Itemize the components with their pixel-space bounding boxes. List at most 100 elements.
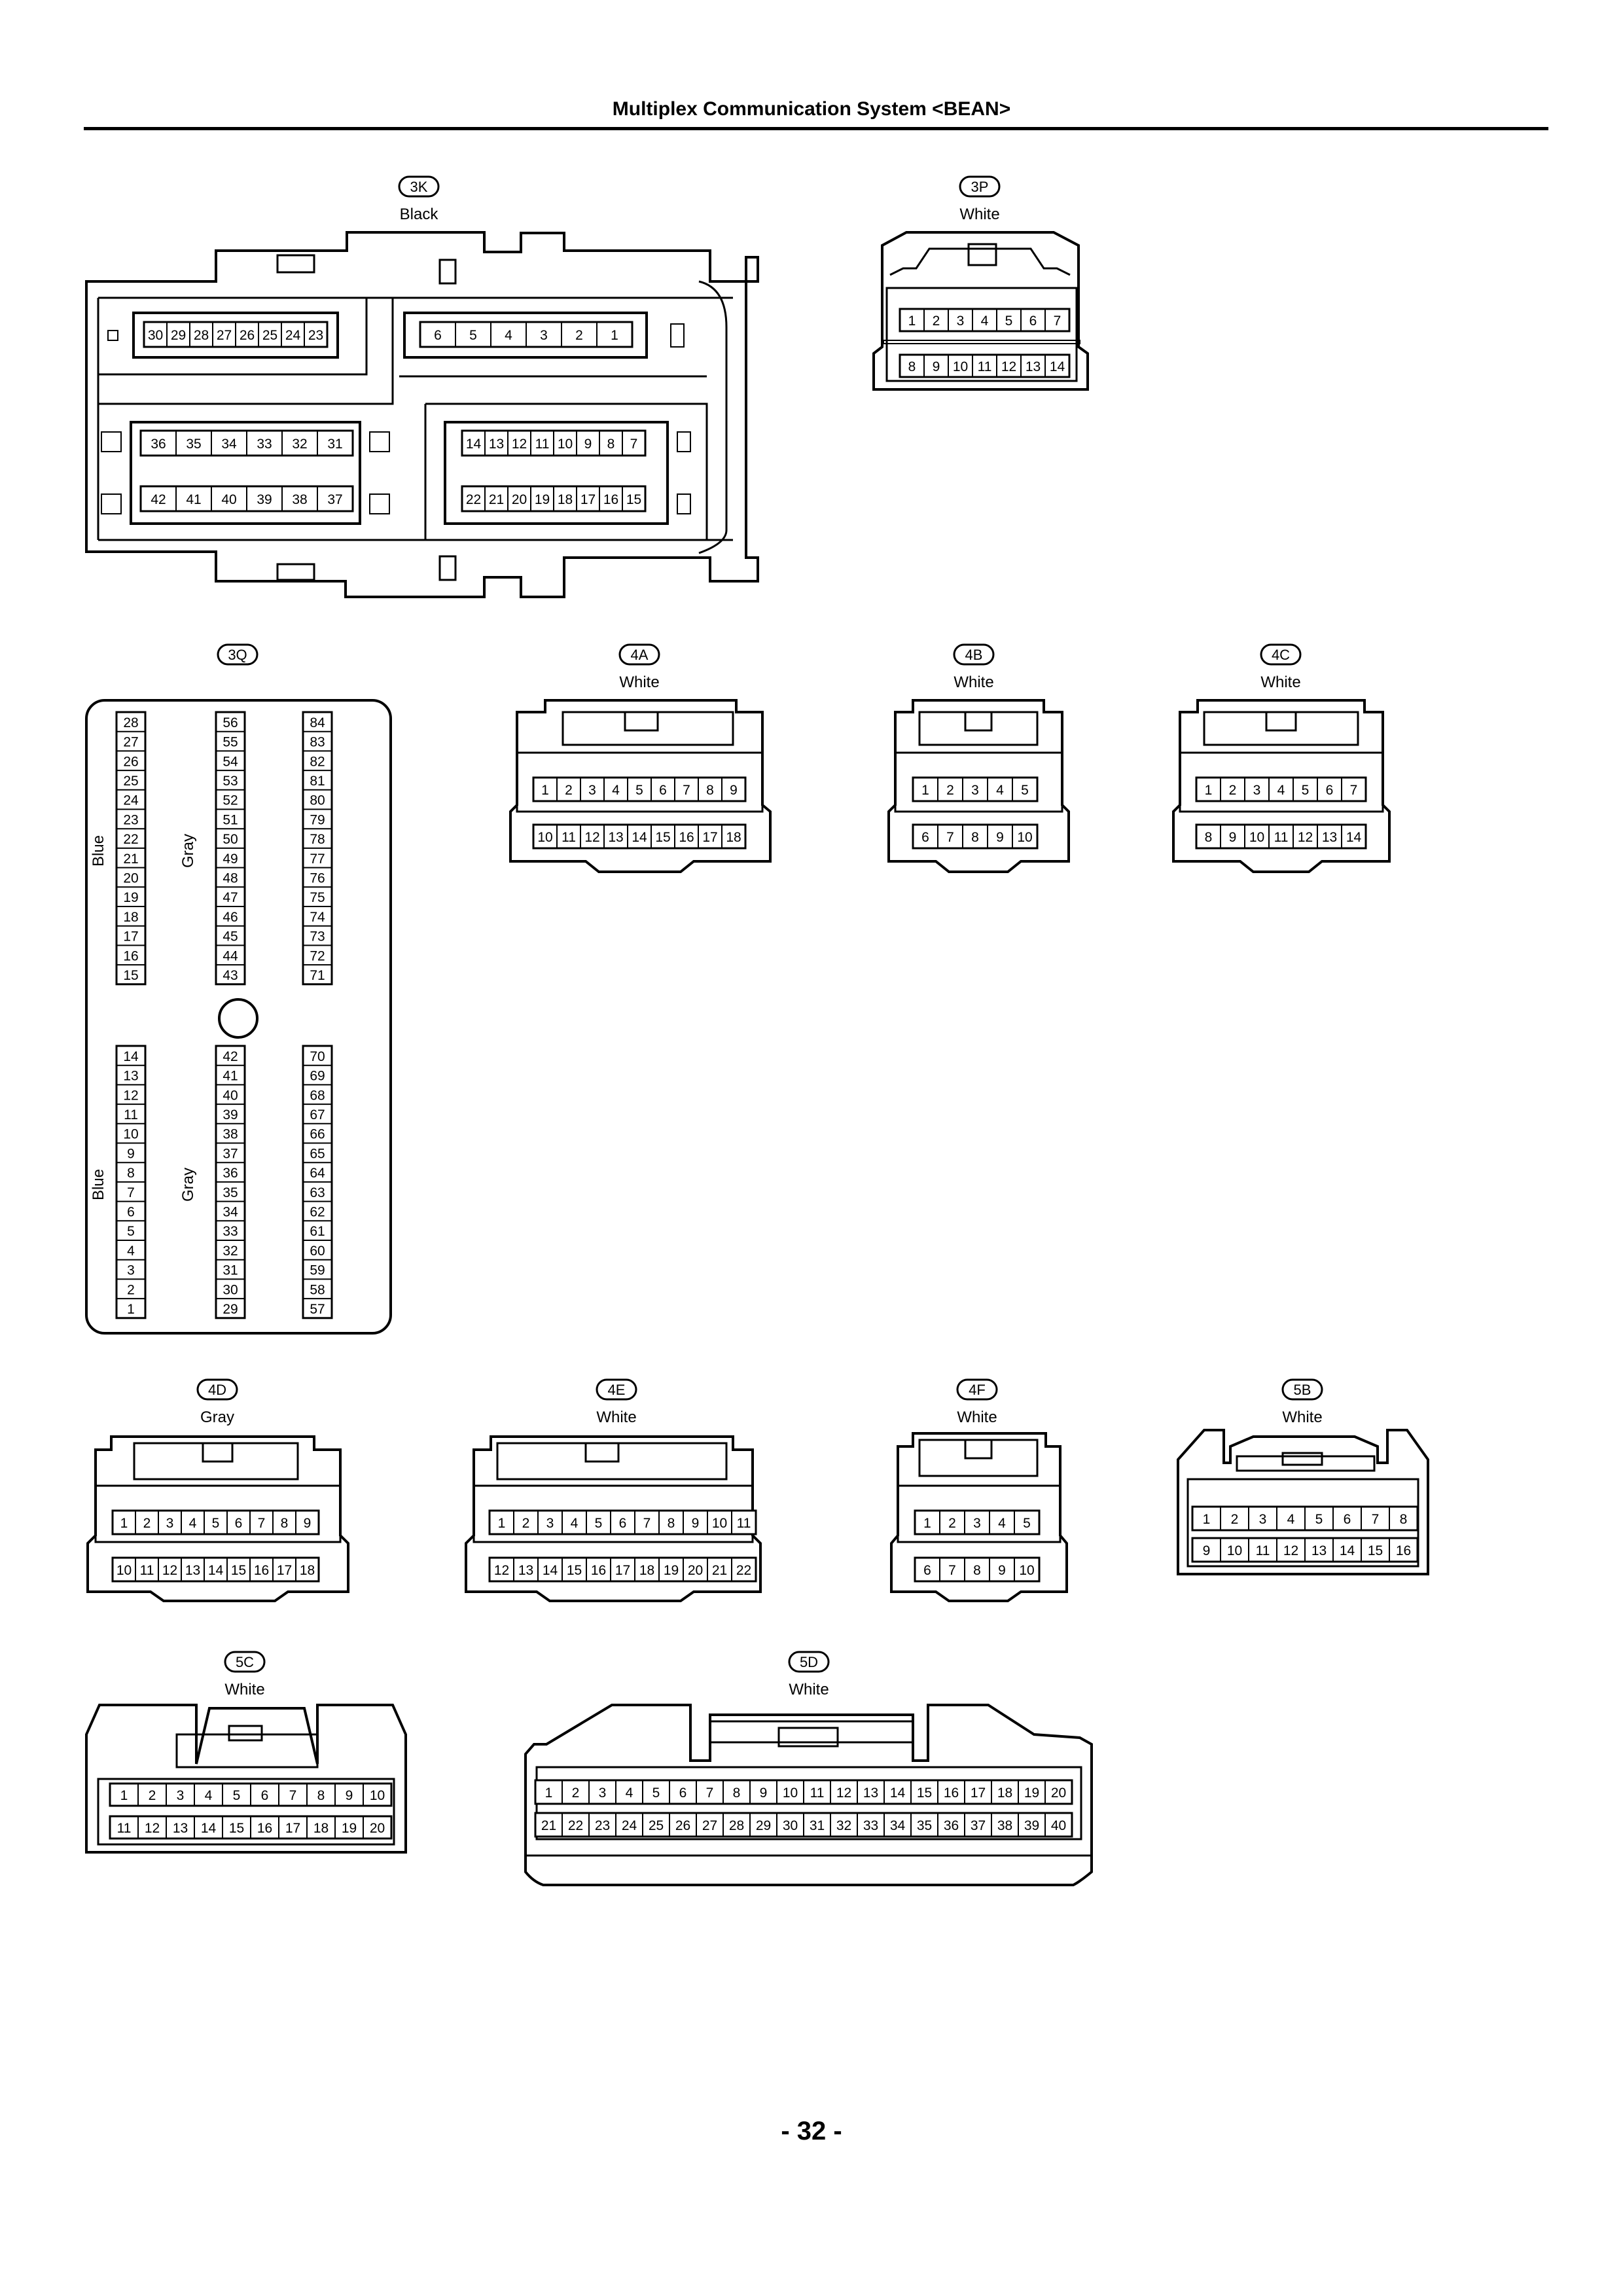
pin-number: 12 bbox=[1283, 1543, 1298, 1558]
pin-number: 3 bbox=[973, 1516, 981, 1531]
pin-number: 27 bbox=[217, 328, 232, 343]
pin-number: 34 bbox=[890, 1818, 906, 1833]
connector-color-label: White bbox=[224, 1681, 264, 1698]
pin-number: 2 bbox=[1229, 783, 1237, 798]
pin-number: 6 bbox=[659, 783, 667, 798]
connector-4f-housing bbox=[890, 1432, 1068, 1602]
pin-number: 12 bbox=[494, 1563, 509, 1578]
pin-number: 1 bbox=[1205, 783, 1213, 798]
pin-number: 5 bbox=[469, 328, 477, 343]
pin-number: 26 bbox=[240, 328, 255, 343]
pin-number: 5 bbox=[127, 1224, 135, 1239]
pin-number: 6 bbox=[921, 830, 929, 845]
pin-number: 73 bbox=[310, 929, 325, 944]
pin-number: 6 bbox=[261, 1788, 269, 1803]
pin-number: 23 bbox=[308, 328, 323, 343]
pin-number: 7 bbox=[1350, 783, 1358, 798]
pin-number: 8 bbox=[706, 783, 714, 798]
pin-number: 8 bbox=[908, 359, 916, 374]
pin-number: 30 bbox=[148, 328, 163, 343]
pin-number: 4 bbox=[127, 1244, 135, 1259]
wire-color-label-3q: Gray bbox=[179, 834, 197, 868]
pin-number: 39 bbox=[257, 492, 272, 507]
connector-id-label: 3Q bbox=[228, 647, 247, 663]
connector-id-label: 5D bbox=[800, 1654, 818, 1670]
pin-number: 9 bbox=[1203, 1543, 1211, 1558]
connector-color-label: Gray bbox=[200, 1408, 234, 1426]
pin-number: 20 bbox=[688, 1563, 703, 1578]
pin-number: 4 bbox=[998, 1516, 1006, 1531]
pin-number: 7 bbox=[706, 1785, 714, 1801]
pin-number: 31 bbox=[810, 1818, 825, 1833]
pin-number: 72 bbox=[310, 948, 325, 963]
pin-number: 30 bbox=[783, 1818, 798, 1833]
pin-number: 15 bbox=[231, 1563, 246, 1578]
pin-number: 33 bbox=[863, 1818, 878, 1833]
pin-number: 51 bbox=[223, 812, 238, 827]
connector-badge-5d: 5D White bbox=[788, 1651, 830, 1698]
pin-number: 2 bbox=[933, 314, 940, 329]
pin-number: 6 bbox=[1344, 1512, 1351, 1527]
pin-number: 9 bbox=[760, 1785, 768, 1801]
pin-number: 2 bbox=[143, 1516, 151, 1531]
pin-number: 1 bbox=[908, 314, 916, 329]
pin-number: 18 bbox=[997, 1785, 1012, 1801]
pin-number: 16 bbox=[1396, 1543, 1411, 1558]
pin-number: 3 bbox=[546, 1516, 554, 1531]
pin-number: 4 bbox=[981, 314, 989, 329]
connector-id-label: 4E bbox=[608, 1382, 626, 1398]
pin-number: 5 bbox=[1021, 783, 1029, 798]
pin-number: 18 bbox=[300, 1563, 315, 1578]
pin-number: 14 bbox=[201, 1821, 217, 1836]
connector-5c-housing bbox=[85, 1704, 407, 1854]
pin-number: 62 bbox=[310, 1204, 325, 1219]
pin-number: 54 bbox=[223, 754, 238, 769]
pin-number: 75 bbox=[310, 890, 325, 905]
pin-number: 5 bbox=[212, 1516, 220, 1531]
connector-id-label: 5B bbox=[1294, 1382, 1311, 1398]
pin-number: 5 bbox=[652, 1785, 660, 1801]
pin-number: 14 bbox=[1050, 359, 1065, 374]
pin-number: 17 bbox=[285, 1821, 300, 1836]
pin-number: 26 bbox=[123, 754, 138, 769]
connector-color-label: White bbox=[789, 1681, 829, 1698]
pin-number: 5 bbox=[233, 1788, 241, 1803]
pin-number: 9 bbox=[584, 437, 592, 452]
pin-number: 19 bbox=[535, 492, 550, 507]
pin-number: 13 bbox=[173, 1821, 188, 1836]
pin-number: 11 bbox=[978, 359, 992, 374]
pin-number: 14 bbox=[632, 830, 647, 845]
pin-number: 10 bbox=[1249, 830, 1264, 845]
pin-number: 10 bbox=[558, 437, 573, 452]
pin-number: 8 bbox=[973, 1563, 981, 1578]
pin-number: 2 bbox=[1231, 1512, 1239, 1527]
pin-number: 29 bbox=[223, 1302, 238, 1317]
pin-number: 12 bbox=[1298, 830, 1313, 845]
pin-number: 20 bbox=[1051, 1785, 1066, 1801]
pin-number: 10 bbox=[783, 1785, 798, 1801]
connector-badge-3q: 3Q bbox=[217, 643, 259, 666]
connector-color-label: White bbox=[596, 1408, 636, 1426]
pin-number: 11 bbox=[1274, 830, 1289, 845]
pin-number: 68 bbox=[310, 1088, 325, 1103]
pin-number: 23 bbox=[123, 812, 138, 827]
pin-number: 35 bbox=[186, 437, 201, 452]
pin-number: 46 bbox=[223, 910, 238, 925]
pin-number: 13 bbox=[863, 1785, 878, 1801]
pin-number: 9 bbox=[998, 1563, 1006, 1578]
pin-number: 44 bbox=[223, 948, 238, 963]
pin-number: 8 bbox=[971, 830, 979, 845]
connector-3q-housing bbox=[85, 699, 392, 1335]
pin-number: 25 bbox=[262, 328, 277, 343]
pin-number: 11 bbox=[810, 1785, 825, 1801]
pin-number: 35 bbox=[917, 1818, 932, 1833]
